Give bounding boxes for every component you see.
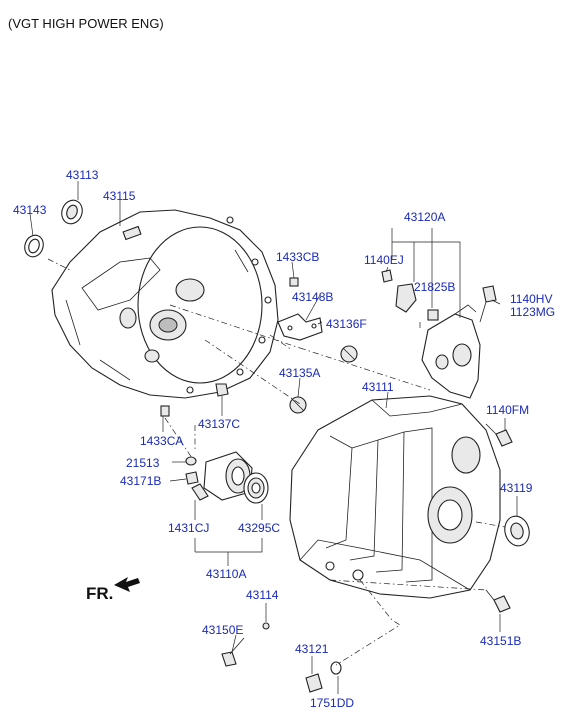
part-number-1123mg[interactable]: 1123MG (510, 305, 556, 319)
small-parts-upper (160, 277, 358, 417)
part-number-43121[interactable]: 43121 (295, 642, 329, 656)
part-number-1431cj[interactable]: 1431CJ (168, 521, 210, 535)
part-number-43148b[interactable]: 43148B (292, 290, 334, 304)
part-number-43115[interactable]: 43115 (103, 189, 136, 203)
bolts (221, 423, 513, 667)
part-number-43150e[interactable]: 43150E (202, 623, 244, 637)
leader-lines (29, 181, 518, 694)
part-number-1751dd[interactable]: 1751DD (310, 696, 355, 710)
part-number-43151b[interactable]: 43151B (480, 634, 522, 648)
seal-43113 (61, 199, 83, 225)
clutch-housing (51, 209, 279, 399)
part-number-21825b[interactable]: 21825B (414, 280, 456, 294)
part-number-21513[interactable]: 21513 (126, 456, 160, 470)
bearing-assembly (185, 451, 269, 504)
ring-43143 (24, 234, 44, 258)
part-number-43110a[interactable]: 43110A (206, 567, 247, 581)
part-number-43120a[interactable]: 43120A (404, 210, 446, 224)
part-number-43171b[interactable]: 43171B (120, 474, 162, 488)
seal-43119 (504, 515, 530, 547)
alignment-lines (47, 258, 506, 666)
transmission-case (289, 395, 501, 599)
part-number-43136f[interactable]: 43136F (326, 317, 367, 331)
part-number-43114[interactable]: 43114 (246, 588, 279, 602)
forward-arrow-icon (114, 577, 140, 592)
part-number-43143[interactable]: 43143 (13, 203, 47, 217)
drain-plug (305, 661, 342, 693)
part-number-1140ej[interactable]: 1140EJ (364, 253, 404, 267)
front-direction-label: FR. (86, 584, 114, 603)
part-number-1433ca[interactable]: 1433CA (140, 434, 184, 448)
part-number-43111[interactable]: 43111 (362, 380, 394, 394)
part-number-1140fm[interactable]: 1140FM (486, 403, 530, 417)
part-number-43295c[interactable]: 43295C (238, 521, 281, 535)
part-number-43119[interactable]: 43119 (500, 481, 533, 495)
part-number-43113[interactable]: 43113 (66, 168, 99, 182)
part-number-43137c[interactable]: 43137C (198, 417, 241, 431)
part-number-1433cb[interactable]: 1433CB (276, 250, 320, 264)
diagram-caption: (VGT HIGH POWER ENG) (8, 16, 164, 31)
part-number-1140hv[interactable]: 1140HV (510, 292, 553, 306)
part-number-43135a[interactable]: 43135A (279, 366, 321, 380)
mounting-bracket (381, 269, 497, 399)
